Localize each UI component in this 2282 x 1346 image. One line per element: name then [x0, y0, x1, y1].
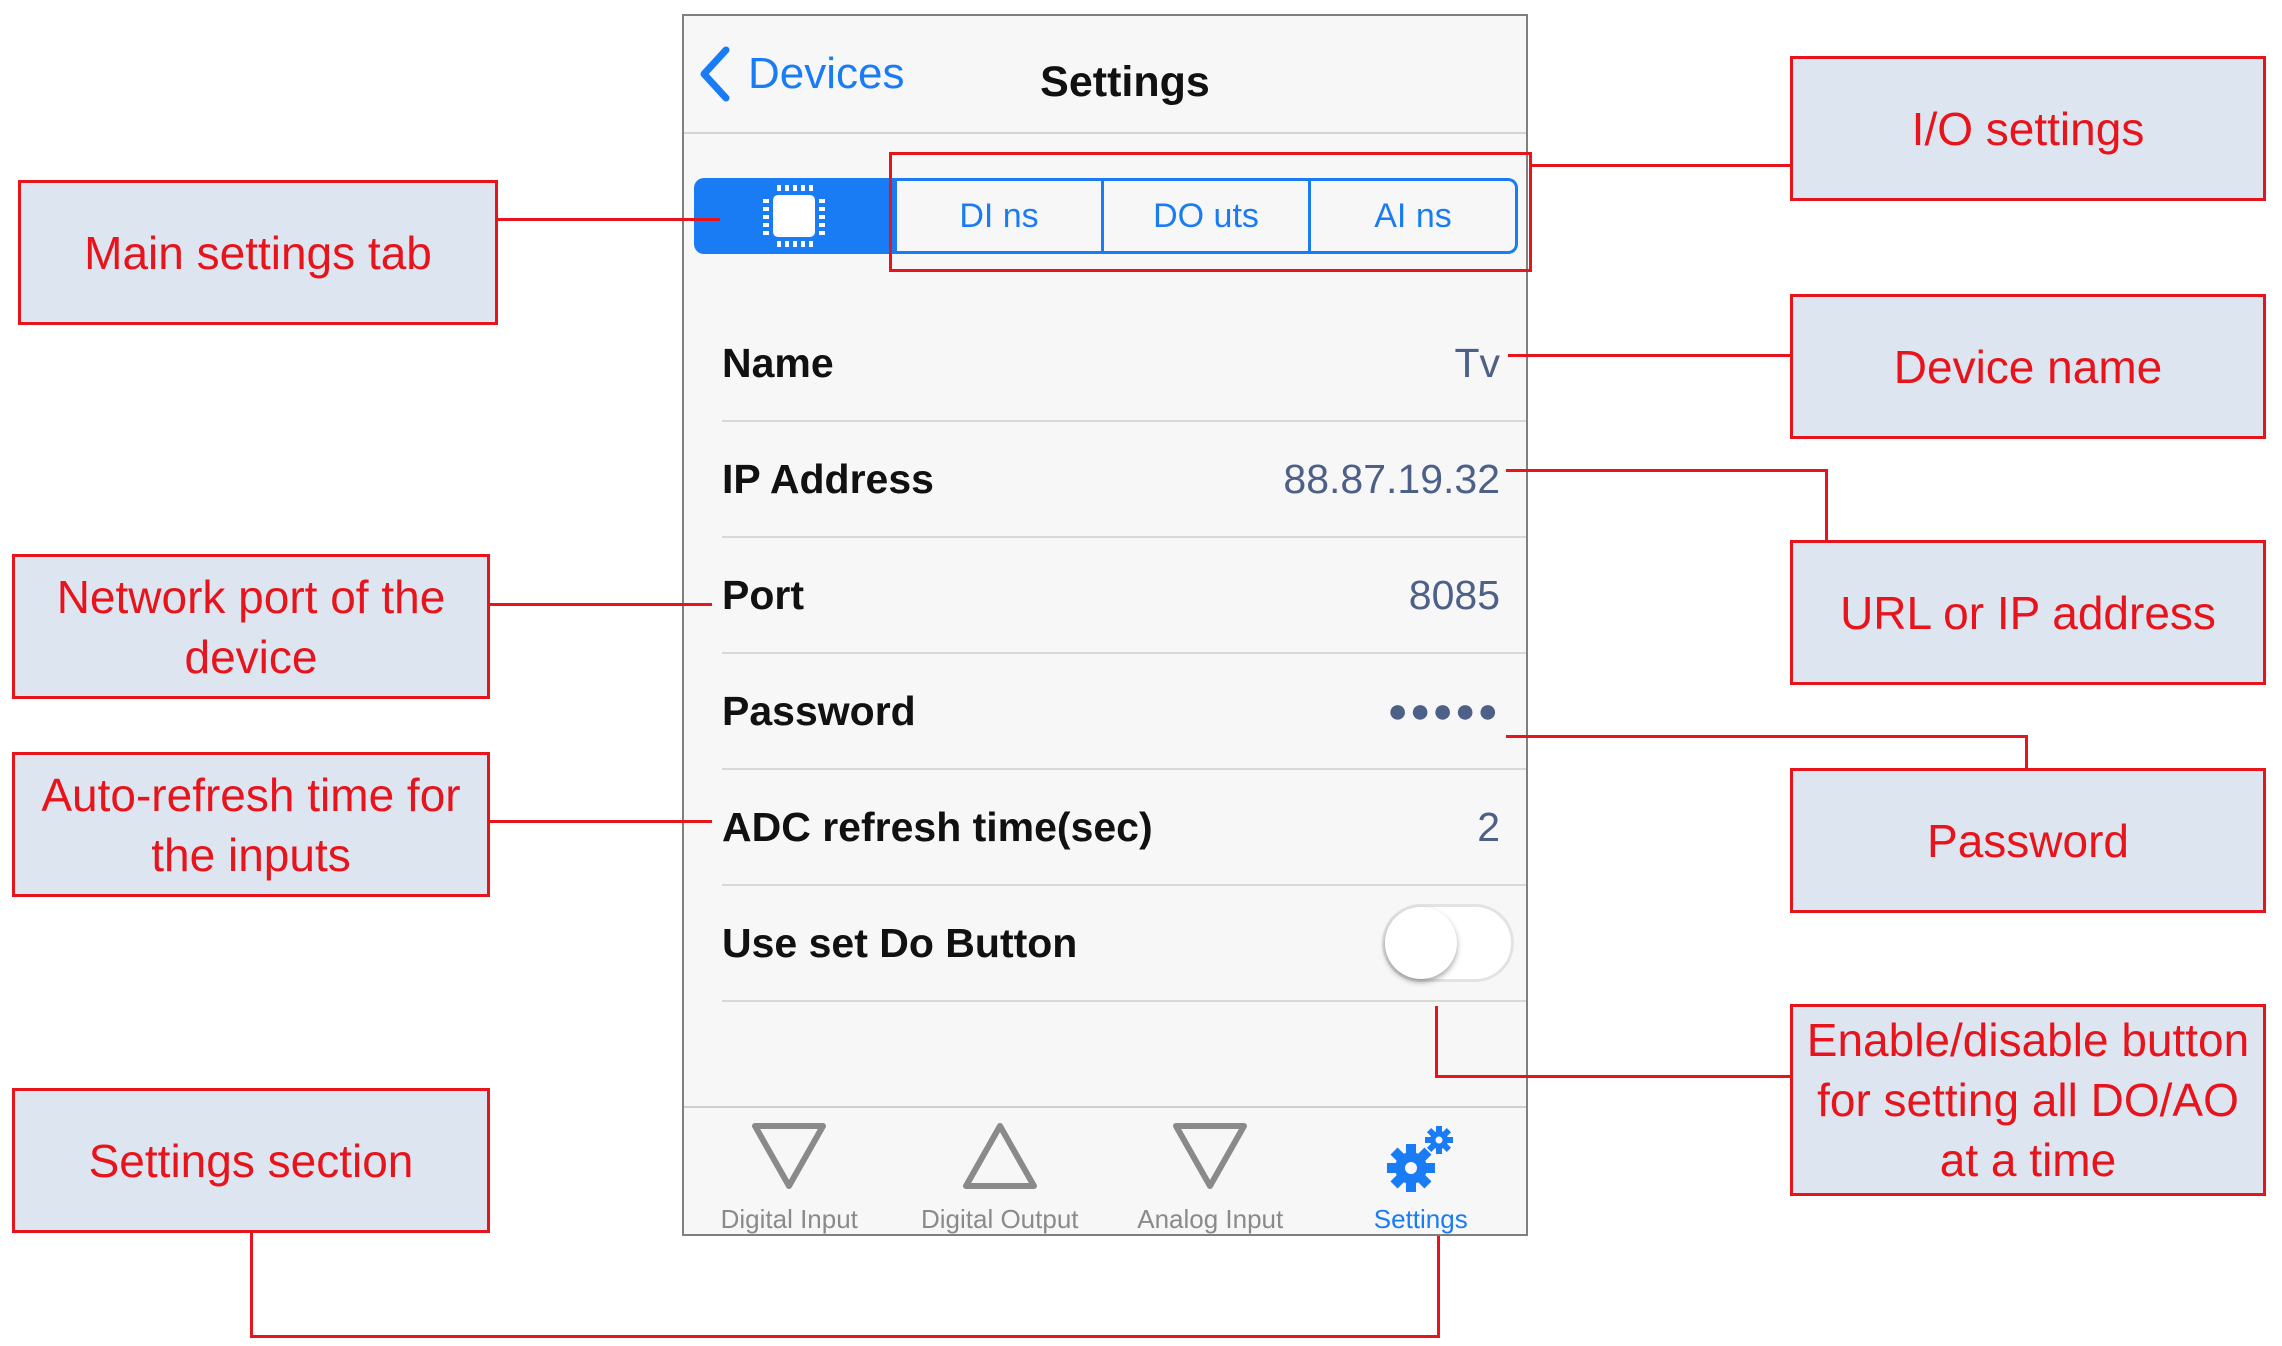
back-label: Devices — [748, 49, 905, 98]
settings-segmented-control: DI ns DO uts AI ns — [694, 178, 1518, 254]
up-triangle-icon — [962, 1123, 1037, 1189]
tab-settings[interactable]: Settings — [1316, 1108, 1527, 1234]
chip-icon — [763, 185, 825, 247]
connector-main-tab — [498, 218, 720, 221]
port-row[interactable]: Port 8085 — [722, 538, 1526, 654]
name-label: Name — [722, 339, 834, 386]
annotation-main-settings-tab: Main settings tab — [18, 180, 498, 325]
connector-ip-h1 — [1506, 469, 1828, 472]
connector-port — [490, 603, 712, 606]
password-label: Password — [722, 687, 916, 734]
connector-settings-v1 — [250, 1233, 253, 1338]
tab-bar: Digital Input Digital Output Analog Inpu… — [684, 1106, 1526, 1234]
port-label: Port — [722, 571, 804, 618]
tab-digital-input[interactable]: Digital Input — [684, 1108, 895, 1234]
chevron-left-icon — [700, 46, 730, 102]
tab-analog-input-label: Analog Input — [1137, 1204, 1284, 1234]
tab-analog-input[interactable]: Analog Input — [1105, 1108, 1316, 1234]
tab-do[interactable]: DO uts — [1101, 181, 1308, 251]
main-settings-tab[interactable] — [694, 178, 894, 254]
name-value[interactable]: Tv — [1454, 339, 1500, 386]
page-title: Settings — [1040, 58, 1210, 106]
connector-settings-v2 — [1437, 1236, 1440, 1338]
connector-auto-refresh — [490, 820, 712, 823]
tab-digital-output[interactable]: Digital Output — [895, 1108, 1106, 1234]
annotation-url-ip: URL or IP address — [1790, 540, 2266, 685]
io-settings-highlight — [889, 152, 1532, 272]
connector-toggle-h — [1435, 1075, 1791, 1078]
annotation-password: Password — [1790, 768, 2266, 913]
use-set-do-row: Use set Do Button — [722, 886, 1526, 1002]
annotation-device-name: Device name — [1790, 294, 2266, 439]
adc-refresh-label: ADC refresh time(sec) — [722, 803, 1153, 850]
name-row[interactable]: Name Tv — [722, 306, 1526, 422]
tab-digital-output-label: Digital Output — [920, 1204, 1079, 1234]
password-row[interactable]: Password ●●●●● — [722, 654, 1526, 770]
connector-ip-v — [1825, 469, 1828, 541]
down-triangle-icon — [1173, 1123, 1248, 1189]
connector-password-h — [1506, 735, 2028, 738]
port-value[interactable]: 8085 — [1408, 571, 1500, 618]
tab-settings-label: Settings — [1373, 1204, 1468, 1234]
connector-io-h1 — [1532, 164, 1792, 167]
adc-refresh-row[interactable]: ADC refresh time(sec) 2 — [722, 770, 1526, 886]
ip-address-row[interactable]: IP Address 88.87.19.32 — [722, 422, 1526, 538]
back-button[interactable]: Devices — [696, 38, 905, 110]
gears-icon — [1386, 1126, 1453, 1192]
password-value[interactable]: ●●●●● — [1387, 691, 1500, 730]
io-settings-tabs: DI ns DO uts AI ns — [894, 178, 1518, 254]
annotation-network-port: Network port of the device — [12, 554, 490, 699]
use-set-do-toggle[interactable] — [1382, 904, 1514, 982]
settings-list: Name Tv IP Address 88.87.19.32 Port 8085… — [722, 306, 1526, 1002]
toggle-knob — [1385, 907, 1457, 979]
annotation-auto-refresh: Auto-refresh time for the inputs — [12, 752, 490, 897]
connector-device-name — [1508, 354, 1790, 357]
connector-password-v — [2025, 735, 2028, 769]
use-set-do-label: Use set Do Button — [722, 919, 1078, 966]
annotation-settings-section: Settings section — [12, 1088, 490, 1233]
connector-settings-h — [250, 1335, 1440, 1338]
tab-di[interactable]: DI ns — [894, 181, 1101, 251]
ip-address-value[interactable]: 88.87.19.32 — [1283, 455, 1500, 502]
adc-refresh-value[interactable]: 2 — [1477, 803, 1500, 850]
ip-address-label: IP Address — [722, 455, 934, 502]
tab-digital-input-label: Digital Input — [720, 1204, 858, 1234]
annotation-io-settings: I/O settings — [1790, 56, 2266, 201]
down-triangle-icon — [752, 1123, 827, 1189]
annotation-enable-disable: Enable/disable button for setting all DO… — [1790, 1004, 2266, 1196]
connector-toggle-v — [1435, 1006, 1438, 1078]
phone-screen: Devices Settings DI ns DO uts AI ns Name — [682, 14, 1528, 1236]
navigation-bar: Devices Settings — [684, 16, 1526, 134]
tab-ai[interactable]: AI ns — [1308, 181, 1515, 251]
